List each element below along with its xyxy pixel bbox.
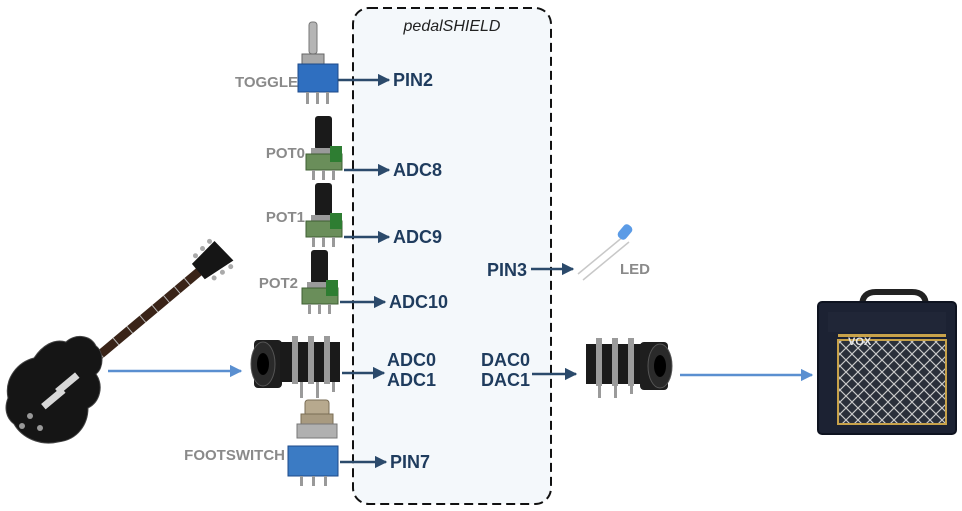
- led-label: LED: [620, 261, 650, 278]
- footswitch-label: FOOTSWITCH: [184, 447, 285, 464]
- footswitch-pin: PIN7: [390, 452, 430, 472]
- pot2-pin: ADC10: [389, 292, 448, 312]
- shield-board: [352, 7, 552, 505]
- pot1-pin: ADC9: [393, 227, 442, 247]
- toggle-pin: PIN2: [393, 70, 433, 90]
- pot0-pin: ADC8: [393, 160, 442, 180]
- input-jack-pin-b: ADC1: [387, 370, 436, 390]
- shield-title: pedalSHIELD: [403, 18, 501, 35]
- output-jack-pin-b: DAC1: [481, 370, 530, 390]
- input-jack-pin-a: ADC0: [387, 350, 436, 370]
- amplifier-icon: [817, 289, 957, 435]
- pot2-label: POT2: [259, 275, 298, 292]
- potentiometer-icon: [301, 250, 339, 314]
- led-pin: PIN3: [487, 260, 527, 280]
- guitar-icon: [5, 238, 234, 444]
- amp-logo: VOX: [848, 336, 872, 348]
- pot1-label: POT1: [266, 209, 305, 226]
- pot0-label: POT0: [266, 145, 305, 162]
- audio-jack-icon: [250, 336, 340, 398]
- audio-jack-icon: [586, 338, 673, 398]
- toggle-switch-icon: [297, 21, 339, 104]
- output-jack-pin-a: DAC0: [481, 350, 530, 370]
- footswitch-icon: [287, 399, 339, 486]
- toggle-label: TOGGLE: [235, 74, 298, 91]
- potentiometer-icon: [305, 116, 343, 180]
- led-icon: [577, 224, 633, 281]
- potentiometer-icon: [305, 183, 343, 247]
